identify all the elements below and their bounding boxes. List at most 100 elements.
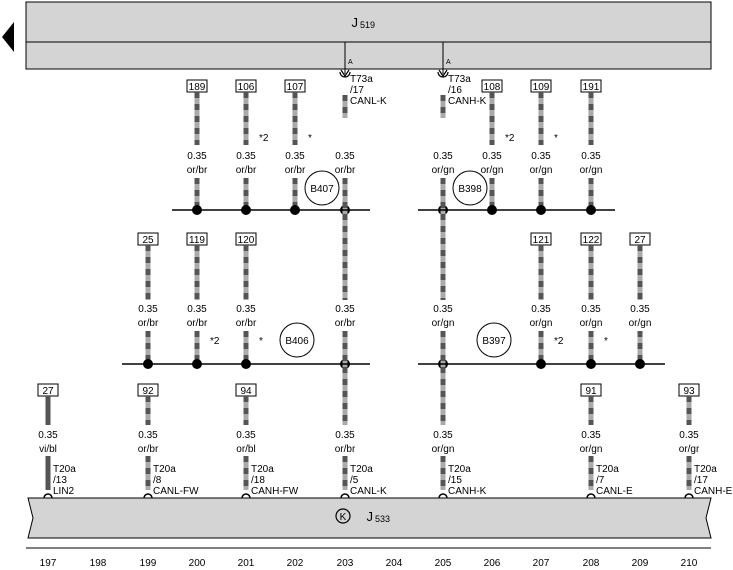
pin-number: /13 bbox=[53, 475, 67, 486]
lower-wire-group: 270.35vi/blT20a/13LIN2920.35or/brT20a/8C… bbox=[37, 383, 733, 499]
wire-terminal-box: 92 bbox=[137, 383, 159, 397]
wire-gauge: 0.35 bbox=[335, 430, 355, 441]
wire-gauge: 0.35 bbox=[285, 151, 305, 162]
wire-color: or/br bbox=[335, 318, 356, 329]
grid-number: 201 bbox=[238, 558, 255, 569]
terminal-number: 191 bbox=[583, 82, 600, 93]
terminal-number: 93 bbox=[683, 386, 695, 397]
terminal-number: 91 bbox=[585, 386, 597, 397]
wire-note: *2 bbox=[259, 133, 269, 144]
wire-note: *2 bbox=[210, 336, 220, 347]
terminal-number: 27 bbox=[42, 386, 54, 397]
wire-color: vi/bl bbox=[39, 444, 57, 455]
wire-color: or/gn bbox=[432, 444, 455, 455]
k-badge-label: K bbox=[340, 512, 347, 523]
splice-node: B398 bbox=[452, 170, 488, 206]
grid-number: 206 bbox=[484, 558, 501, 569]
pin-number: /5 bbox=[350, 475, 359, 486]
wire-gauge: 0.35 bbox=[138, 430, 158, 441]
terminal-number: 119 bbox=[189, 235, 205, 246]
terminal-number: 92 bbox=[142, 386, 154, 397]
terminal-number: 121 bbox=[533, 235, 550, 246]
pin-number: /8 bbox=[153, 475, 162, 486]
wire-terminal-box: 94 bbox=[235, 383, 257, 397]
wire-color: or/br bbox=[335, 165, 356, 176]
terminal-number: 122 bbox=[583, 235, 600, 246]
pin-marker: A bbox=[348, 59, 353, 66]
terminal-number: 94 bbox=[240, 386, 252, 397]
wire-color: or/br bbox=[138, 318, 159, 329]
pin-signal: CANL-FW bbox=[153, 486, 199, 497]
connector-arc-icon bbox=[340, 493, 350, 499]
grid-number: 200 bbox=[189, 558, 206, 569]
terminal-number: 189 bbox=[189, 82, 206, 93]
pin-number: /17 bbox=[350, 85, 364, 96]
splice-label: B406 bbox=[285, 336, 309, 347]
grid-number: 198 bbox=[90, 558, 107, 569]
connector-arc-icon bbox=[339, 71, 351, 78]
pin-connector: T20a bbox=[153, 464, 176, 475]
wire-note: *2 bbox=[505, 133, 515, 144]
wire-color: or/gn bbox=[580, 444, 603, 455]
pin-signal: CANH-K bbox=[448, 96, 487, 107]
wire-gauge: 0.35 bbox=[531, 151, 551, 162]
pin-connector: T20a bbox=[448, 464, 471, 475]
wire-gauge: 0.35 bbox=[531, 304, 551, 315]
wire-color: or/br bbox=[335, 444, 356, 455]
wire-gauge: 0.35 bbox=[482, 151, 502, 162]
wire-color: or/gn bbox=[580, 318, 603, 329]
grid-number: 205 bbox=[435, 558, 452, 569]
wire-gauge: 0.35 bbox=[433, 151, 453, 162]
wire-terminal-box: 121 bbox=[530, 232, 552, 246]
pin-connector: T20a bbox=[251, 464, 274, 475]
grid-number: 204 bbox=[386, 558, 403, 569]
grid-number: 208 bbox=[583, 558, 600, 569]
j533-sub: 533 bbox=[375, 514, 390, 524]
wire-gauge: 0.35 bbox=[38, 430, 58, 441]
wire-gauge: 0.35 bbox=[236, 151, 256, 162]
pin-signal: CANL-E bbox=[596, 486, 633, 497]
connector-arc-icon bbox=[43, 493, 53, 499]
terminal-number: 27 bbox=[634, 235, 646, 246]
wire-gauge: 0.35 bbox=[335, 151, 355, 162]
wire-color: or/gn bbox=[530, 318, 553, 329]
wire-gauge: 0.35 bbox=[630, 304, 650, 315]
wire-terminal-box: 27 bbox=[37, 383, 59, 397]
pin-signal: CANH-E bbox=[694, 486, 733, 497]
splice-node: B406 bbox=[279, 322, 315, 358]
wire-note: * bbox=[604, 336, 608, 347]
connector-arc-icon bbox=[437, 71, 449, 78]
wire-terminal-box: 189 bbox=[186, 79, 208, 93]
splice-label: B407 bbox=[310, 184, 334, 195]
connector-arc-icon bbox=[684, 493, 694, 499]
pin-number: /18 bbox=[251, 475, 265, 486]
upper-wire-group: 1890.35or/br1060.35or/br*21070.35or/br*0… bbox=[186, 79, 602, 215]
pin-signal: CANH-K bbox=[448, 486, 487, 497]
wire-gauge: 0.35 bbox=[187, 151, 207, 162]
left-triangle-icon[interactable] bbox=[2, 22, 14, 52]
grid-number: 209 bbox=[632, 558, 649, 569]
wire-terminal-box: 122 bbox=[580, 232, 602, 246]
terminal-number: 109 bbox=[533, 82, 550, 93]
connector-arc-icon bbox=[143, 493, 153, 499]
j533-label: J bbox=[367, 509, 374, 524]
wire-color: or/bl bbox=[236, 444, 255, 455]
k-badge-icon bbox=[335, 508, 351, 524]
wire-gauge: 0.35 bbox=[581, 430, 601, 441]
wire-color: or/br bbox=[236, 318, 257, 329]
wire-color: or/gn bbox=[481, 165, 504, 176]
terminal-number: 25 bbox=[142, 235, 154, 246]
pin-number: /7 bbox=[596, 475, 605, 486]
wire-color: or/gn bbox=[629, 318, 652, 329]
